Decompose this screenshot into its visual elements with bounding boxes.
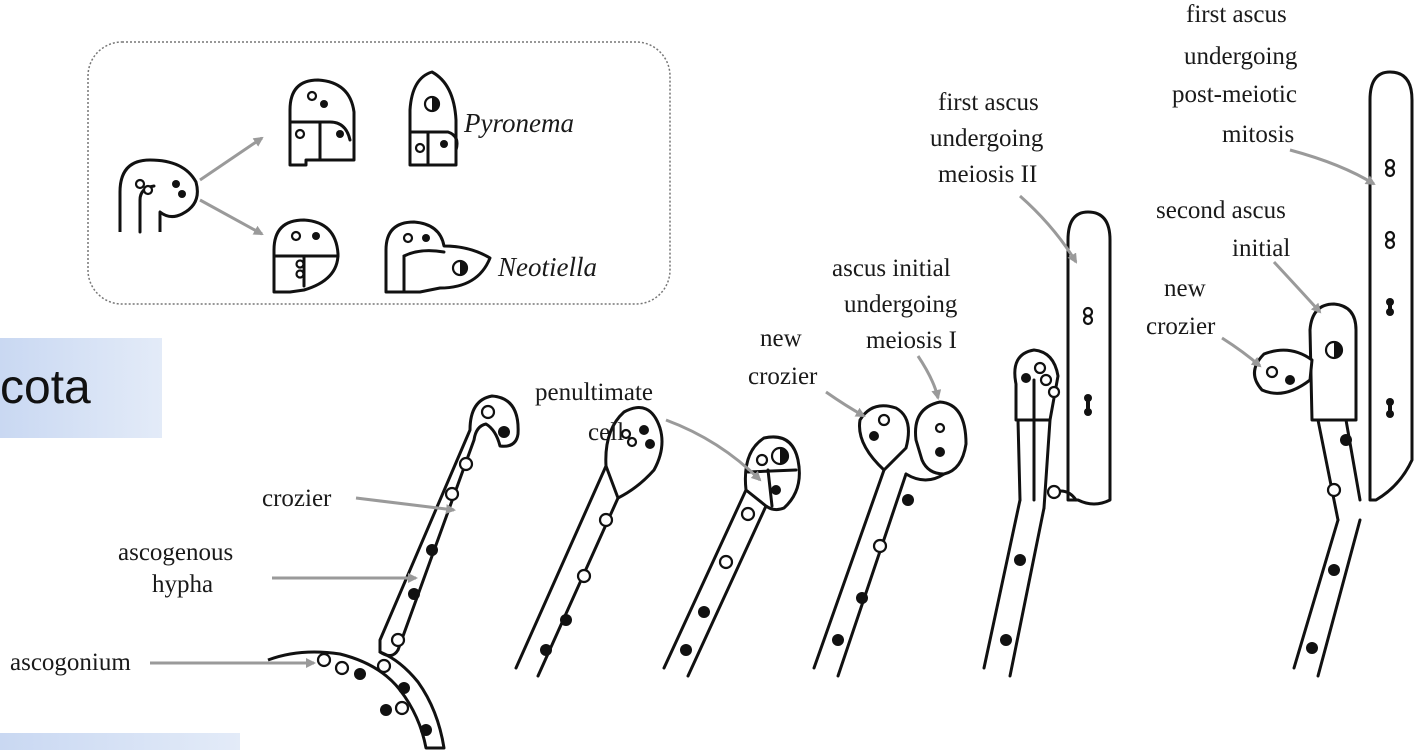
- label-meiosis1-2: undergoing: [844, 291, 958, 318]
- inset-arrow-bottom: [199, 198, 264, 236]
- stage-2-hook: [514, 406, 664, 678]
- neotiella-stage-1: [272, 218, 340, 294]
- label-ascogonium: ascogonium: [10, 649, 131, 676]
- genus-neotiella: Neotiella: [497, 252, 597, 282]
- label-second-1: second ascus: [1156, 197, 1286, 224]
- arrow-meiosis2: [1019, 194, 1078, 264]
- label-ascogenous-2: hypha: [152, 571, 213, 598]
- label-meiosis2-2: undergoing: [930, 125, 1044, 152]
- pyronema-stage-1: [288, 78, 356, 167]
- label-new-crozier-a2: crozier: [748, 363, 818, 390]
- genus-pyronema: Pyronema: [463, 108, 574, 138]
- slide-footer-chip: [0, 733, 240, 750]
- label-crozier: crozier: [262, 485, 332, 512]
- label-ascogenous-1: ascogenous: [118, 539, 233, 566]
- label-meiosis1-1: ascus initial: [832, 255, 951, 282]
- inset-arrow-top: [199, 136, 264, 182]
- arrow-new-crozier-a: [825, 390, 866, 418]
- slide-title-chip: cota: [0, 338, 162, 438]
- inset-panel: Pyronema Neotiella: [87, 41, 671, 305]
- label-meiosis2-3: meiosis II: [938, 161, 1037, 188]
- label-penultimate-2: cell: [588, 419, 624, 446]
- label-postmeiotic-4: mitosis: [1222, 121, 1294, 148]
- stage-5-meiosis-ii: [982, 210, 1112, 678]
- stage-6-post-meiotic: [1253, 70, 1414, 678]
- inset-frame: [87, 41, 671, 305]
- neotiella-stage-2: [384, 220, 492, 294]
- label-second-2: initial: [1232, 235, 1290, 262]
- label-new-crozier-b2: crozier: [1146, 313, 1216, 340]
- arrow-postmeiotic: [1289, 148, 1376, 186]
- label-postmeiotic-2: undergoing: [1184, 43, 1298, 70]
- label-new-crozier-b1: new: [1164, 275, 1206, 302]
- label-penultimate-1: penultimate: [535, 379, 653, 406]
- label-meiosis2-1: first ascus: [938, 89, 1039, 116]
- arrow-meiosis1: [916, 355, 942, 400]
- label-new-crozier-a1: new: [760, 325, 802, 352]
- arrow-crozier: [355, 496, 456, 514]
- slide-title-text: cota: [0, 361, 91, 414]
- arrow-new-crozier-b: [1221, 336, 1262, 368]
- inset-crozier: [118, 158, 199, 234]
- label-meiosis1-3: meiosis I: [866, 327, 957, 354]
- arrow-penultimate: [665, 418, 762, 482]
- stage-3-penultimate: [662, 435, 801, 678]
- label-postmeiotic-1: first ascus: [1186, 1, 1287, 28]
- pyronema-stage-2: [408, 70, 459, 167]
- label-postmeiotic-3: post-meiotic: [1172, 81, 1297, 108]
- stage-4-meiosis-i: [812, 400, 968, 678]
- arrow-second: [1272, 260, 1322, 314]
- stage-1-crozier: [267, 394, 520, 750]
